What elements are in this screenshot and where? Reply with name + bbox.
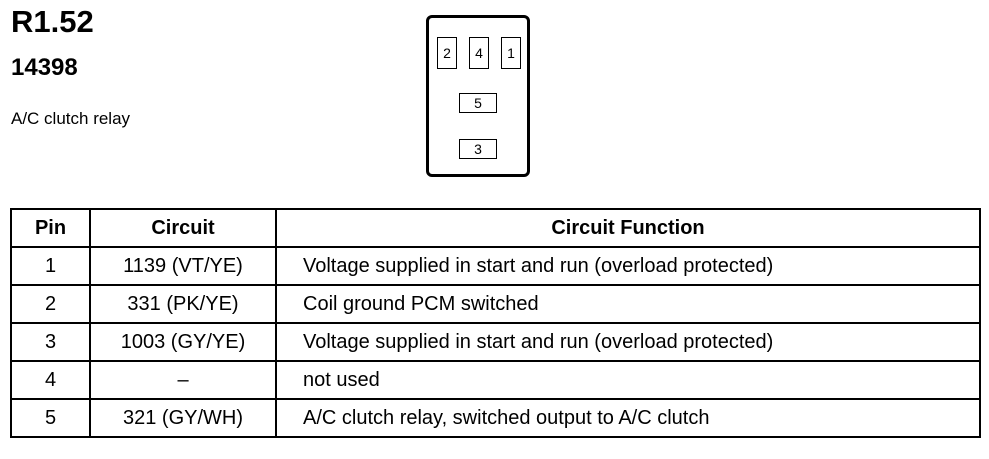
function-cell: Coil ground PCM switched	[275, 284, 981, 324]
function-cell: not used	[275, 360, 981, 400]
column-header-circuit: Circuit	[89, 208, 277, 248]
table-row: 2 331 (PK/YE) Coil ground PCM switched	[10, 284, 981, 324]
connector-pin-4: 4	[469, 37, 489, 69]
table-row: 1 1139 (VT/YE) Voltage supplied in start…	[10, 246, 981, 286]
pin-cell: 4	[10, 360, 91, 400]
pin-cell: 2	[10, 284, 91, 324]
circuit-cell: –	[89, 360, 277, 400]
circuit-cell: 321 (GY/WH)	[89, 398, 277, 438]
circuit-cell: 331 (PK/YE)	[89, 284, 277, 324]
connector-diagram: 2 4 1 5 3	[426, 15, 530, 177]
pin-table: Pin Circuit Circuit Function 1 1139 (VT/…	[10, 208, 981, 438]
part-number: 14398	[11, 54, 78, 81]
pin-cell: 5	[10, 398, 91, 438]
function-cell: Voltage supplied in start and run (overl…	[275, 246, 981, 286]
table-row: 3 1003 (GY/YE) Voltage supplied in start…	[10, 322, 981, 362]
pin-cell: 1	[10, 246, 91, 286]
circuit-cell: 1139 (VT/YE)	[89, 246, 277, 286]
connector-pin-2: 2	[437, 37, 457, 69]
connector-pin-3: 3	[459, 139, 497, 159]
column-header-circuit-function: Circuit Function	[275, 208, 981, 248]
table-header-row: Pin Circuit Circuit Function	[10, 208, 981, 248]
circuit-cell: 1003 (GY/YE)	[89, 322, 277, 362]
component-id: R1.52	[11, 4, 94, 39]
connector-pin-1: 1	[501, 37, 521, 69]
function-cell: A/C clutch relay, switched output to A/C…	[275, 398, 981, 438]
table-row: 5 321 (GY/WH) A/C clutch relay, switched…	[10, 398, 981, 438]
pin-cell: 3	[10, 322, 91, 362]
connector-pin-5: 5	[459, 93, 497, 113]
function-cell: Voltage supplied in start and run (overl…	[275, 322, 981, 362]
column-header-pin: Pin	[10, 208, 91, 248]
table-row: 4 – not used	[10, 360, 981, 400]
component-description: A/C clutch relay	[11, 109, 131, 128]
